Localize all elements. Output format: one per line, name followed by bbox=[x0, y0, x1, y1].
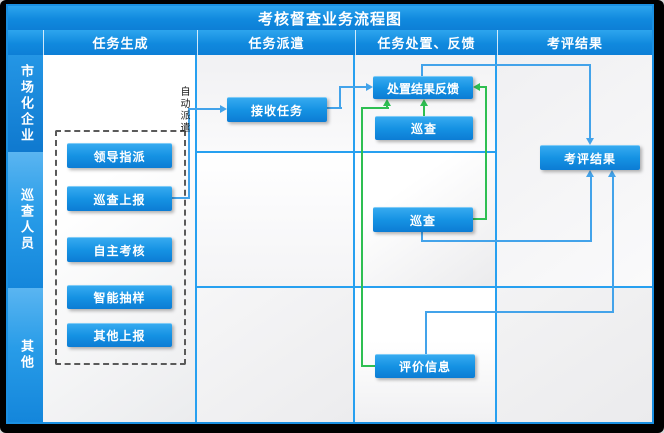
header-stub bbox=[8, 30, 43, 55]
lane-label-other: 其他 bbox=[8, 288, 43, 422]
divider-col3-col4 bbox=[495, 55, 497, 422]
connector-segment bbox=[361, 107, 389, 109]
column-header-eval-result: 考评结果 bbox=[497, 30, 652, 55]
connector-segment bbox=[590, 177, 592, 241]
page-title: 考核督查业务流程图 bbox=[8, 6, 652, 31]
node-receive-task[interactable]: 接收任务 bbox=[227, 97, 327, 122]
node-smart-sampling[interactable]: 智能抽样 bbox=[67, 285, 172, 309]
arrowhead-into-handle-feedback bbox=[366, 83, 373, 91]
connector-segment bbox=[339, 86, 341, 109]
connector-segment bbox=[473, 218, 487, 220]
node-patrol-mid[interactable]: 巡查 bbox=[373, 207, 473, 232]
node-patrol-top[interactable]: 巡查 bbox=[375, 116, 473, 140]
connector-segment bbox=[423, 105, 425, 117]
connector-segment bbox=[421, 64, 591, 66]
column-header-task-generation: 任务生成 bbox=[43, 30, 197, 55]
connector-segment bbox=[339, 86, 366, 88]
node-patrol-report[interactable]: 巡查上报 bbox=[67, 186, 172, 211]
column-header-task-dispatch: 任务派遣 bbox=[197, 30, 355, 55]
connector-segment bbox=[327, 107, 342, 109]
node-leader-assign[interactable]: 领导指派 bbox=[67, 143, 172, 168]
connector-segment bbox=[361, 107, 363, 367]
node-eval-result[interactable]: 考评结果 bbox=[540, 145, 640, 170]
connector-segment bbox=[386, 104, 388, 109]
connector-segment bbox=[188, 108, 220, 110]
connector-segment bbox=[421, 64, 423, 76]
connector-segment bbox=[479, 86, 487, 88]
arrowhead-green-into-feedback-right bbox=[473, 83, 480, 91]
cell-col2-row2 bbox=[196, 152, 354, 287]
divider-row2-row3 bbox=[196, 286, 652, 288]
connector-segment bbox=[425, 312, 427, 354]
divider-col1-col2 bbox=[195, 55, 197, 422]
arrowhead-into-eval-result-bottom2 bbox=[608, 170, 616, 177]
cell-col2-row3 bbox=[196, 287, 354, 422]
lane-label-market-enterprise: 市场化企业 bbox=[8, 55, 43, 152]
divider-col2-col3 bbox=[353, 55, 355, 422]
connector-segment bbox=[172, 197, 189, 199]
divider-row1-row2 bbox=[196, 151, 496, 153]
connector-segment bbox=[485, 86, 487, 220]
auto-dispatch-label: 自动派遣 bbox=[178, 86, 189, 134]
lane-label-patrol-staff: 巡查人员 bbox=[8, 152, 43, 288]
node-handle-feedback[interactable]: 处置结果反馈 bbox=[373, 76, 473, 99]
connector-segment bbox=[589, 64, 591, 138]
connector-segment bbox=[425, 311, 614, 313]
arrowhead-into-eval-result-bottom1 bbox=[586, 170, 594, 177]
node-self-assess[interactable]: 自主考核 bbox=[67, 237, 172, 262]
cell-col4-row12 bbox=[496, 55, 652, 287]
arrowhead-green-patrol-feedback bbox=[420, 99, 428, 106]
cell-col4-row3 bbox=[496, 287, 652, 422]
arrowhead-green-evalinfo-feedback bbox=[383, 99, 391, 106]
connector-segment bbox=[612, 177, 614, 313]
column-header-task-handling: 任务处置、反馈 bbox=[355, 30, 497, 55]
arrowhead-into-eval-result-top bbox=[586, 138, 594, 145]
arrowhead-into-receive-task bbox=[220, 105, 227, 113]
task-source-group bbox=[55, 130, 186, 365]
connector-segment bbox=[421, 240, 592, 242]
node-eval-info[interactable]: 评价信息 bbox=[375, 354, 475, 378]
connector-segment bbox=[361, 365, 375, 367]
connector-segment bbox=[421, 232, 423, 242]
connector-segment bbox=[188, 108, 190, 199]
node-other-report[interactable]: 其他上报 bbox=[67, 323, 172, 347]
